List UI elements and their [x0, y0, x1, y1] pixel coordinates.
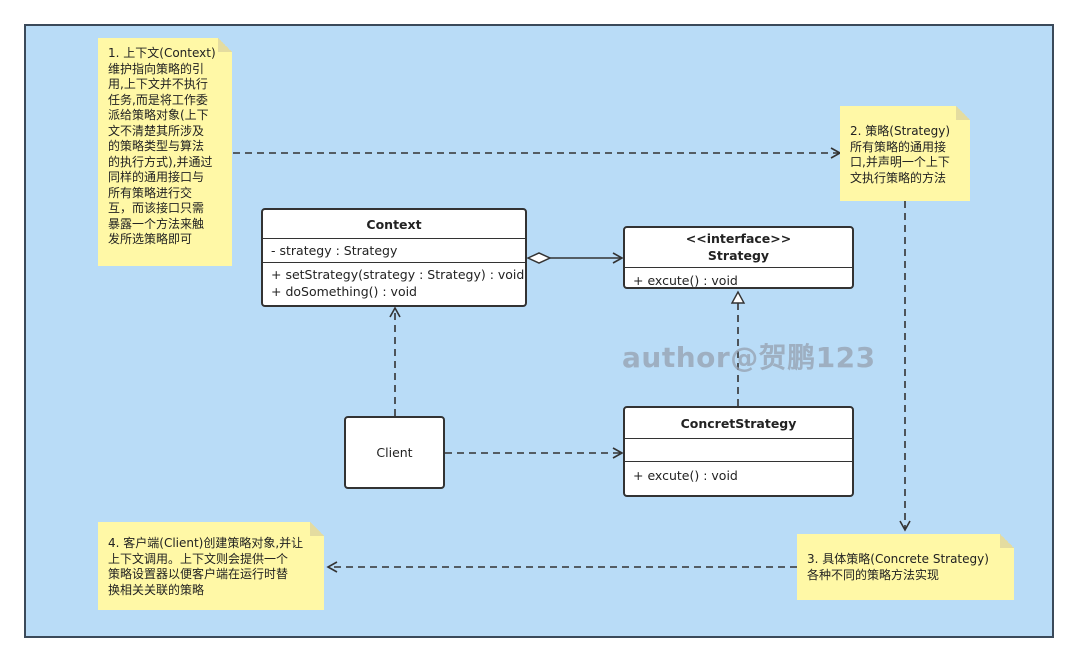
strategy-stereotype: <<interface>> [685, 231, 792, 246]
note-strategy-text: 2. 策略(Strategy) 所有策略的通用接 口,并声明一个上下 文执行策略… [850, 124, 951, 185]
note-client: 4. 客户端(Client)创建策略对象,并让 上下文调用。上下文则会提供一个 … [98, 522, 324, 610]
note-client-text: 4. 客户端(Client)创建策略对象,并让 上下文调用。上下文则会提供一个 … [108, 536, 304, 597]
strategy-interface[interactable]: <<interface>> Strategy + excute() : void [623, 226, 854, 289]
concrete-strategy-class[interactable]: ConcretStrategy + excute() : void [623, 406, 854, 497]
context-operations: + setStrategy(strategy : Strategy) : voi… [263, 262, 525, 303]
context-aggregation-diamond [526, 252, 552, 264]
context-attributes: - strategy : Strategy [263, 238, 525, 262]
watermark: author@贺鹏123 [622, 341, 876, 374]
context-class[interactable]: Context - strategy : Strategy + setStrat… [261, 208, 527, 307]
realization-triangle [730, 290, 746, 304]
strategy-header: <<interface>> Strategy [625, 228, 852, 267]
client-box[interactable]: Client [344, 416, 445, 489]
note-strategy: 2. 策略(Strategy) 所有策略的通用接 口,并声明一个上下 文执行策略… [840, 106, 970, 201]
note-fold [1000, 534, 1014, 548]
note-concrete-strategy-text: 3. 具体策略(Concrete Strategy) 各种不同的策略方法实现 [807, 552, 989, 582]
context-operation: + doSomething() : void [271, 284, 417, 299]
concrete-attributes [625, 438, 852, 461]
note-fold [310, 522, 324, 536]
context-attribute: - strategy : Strategy [271, 243, 398, 258]
note-fold [218, 38, 232, 52]
context-class-name: Context [366, 217, 422, 232]
strategy-operations: + excute() : void [625, 267, 852, 288]
note-fold [956, 106, 970, 120]
concrete-operation: + excute() : void [633, 468, 738, 483]
client-name: Client [376, 445, 413, 460]
note-concrete-strategy: 3. 具体策略(Concrete Strategy) 各种不同的策略方法实现 [797, 534, 1014, 600]
concrete-strategy-name: ConcretStrategy [680, 416, 797, 431]
note-context: 1. 上下文(Context) 维护指向策略的引 用,上下文并不执行 任务,而是… [98, 38, 232, 266]
context-operation: + setStrategy(strategy : Strategy) : voi… [271, 267, 525, 282]
note-context-text: 1. 上下文(Context) 维护指向策略的引 用,上下文并不执行 任务,而是… [108, 46, 216, 246]
strategy-operation: + excute() : void [633, 273, 738, 288]
concrete-operations: + excute() : void [625, 461, 852, 487]
strategy-name: Strategy [707, 248, 770, 263]
